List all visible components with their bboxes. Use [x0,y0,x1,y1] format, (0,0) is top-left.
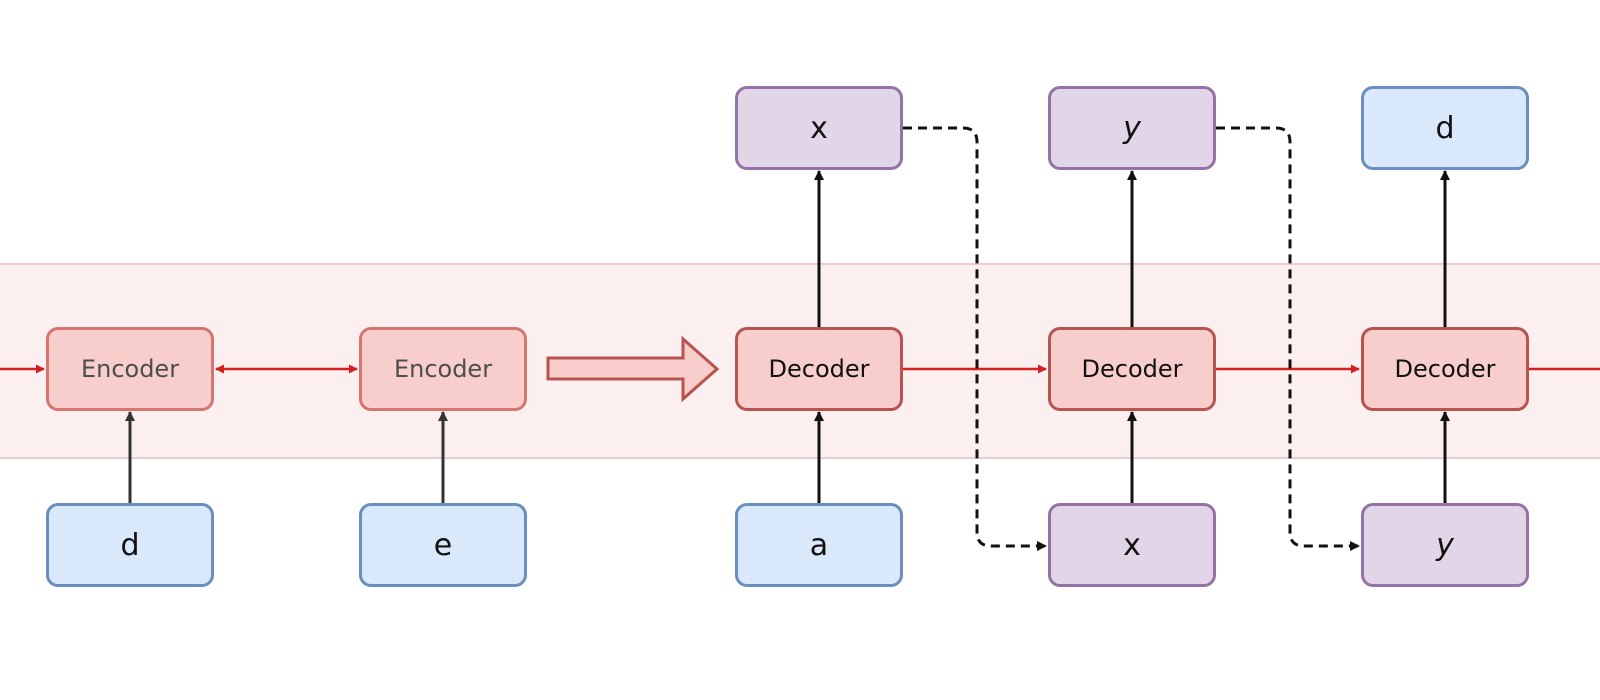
decoder-output-token: x [735,86,903,170]
decoder-output-token: y [1048,86,1216,170]
token-label: x [810,110,828,146]
decoder-feedback-token: y [1361,503,1529,587]
decoder-label: Decoder [768,355,870,383]
token-label: a [809,527,829,563]
token-label: d [1435,110,1455,146]
transition-arrow [546,335,720,403]
decoder-final-output-token: d [1361,86,1529,170]
token-label: d [120,527,140,563]
token-label: e [433,527,453,563]
encoder-input-token: e [359,503,527,587]
encoder-input-token: d [46,503,214,587]
decoder-node: Decoder [1048,327,1216,411]
token-label: y [1436,527,1454,563]
encoder-label: Encoder [393,355,493,383]
encoder-node: Encoder [359,327,527,411]
decoder-label: Decoder [1394,355,1496,383]
encoder-node: Encoder [46,327,214,411]
feedback-arrow-2 [1216,126,1360,551]
decoder-label: Decoder [1081,355,1183,383]
decoder-start-token: a [735,503,903,587]
decoder-node: Decoder [735,327,903,411]
decoder-node: Decoder [1361,327,1529,411]
token-label: x [1123,527,1141,563]
feedback-arrow-1 [903,126,1047,551]
encoder-label: Encoder [80,355,180,383]
decoder-feedback-token: x [1048,503,1216,587]
token-label: y [1123,110,1141,146]
